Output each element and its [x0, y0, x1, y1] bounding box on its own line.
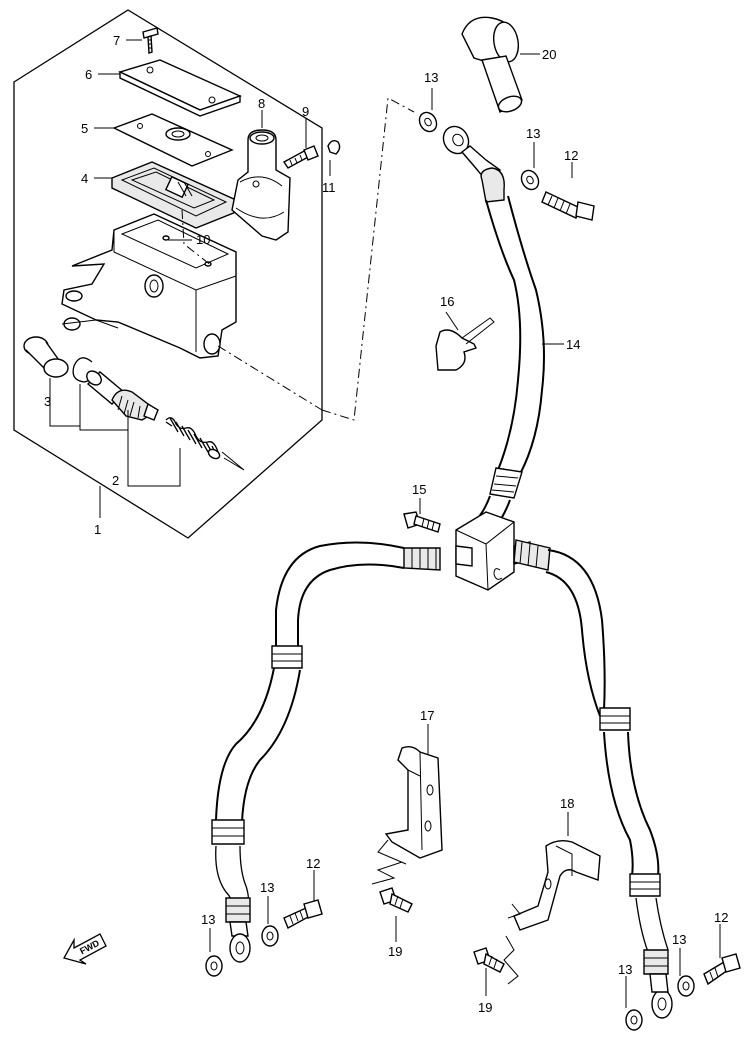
callout-17: 17: [420, 708, 434, 723]
callout-16: 16: [440, 294, 454, 309]
bracket-part-17: [377, 745, 443, 865]
bolt-part-19-center: [379, 887, 413, 913]
callout-3: 3: [44, 394, 51, 409]
callout-13-lower-right-b: 13: [672, 932, 686, 947]
bolt-19-right-zigzag: [503, 935, 519, 985]
callout-labels: 1 2 3 4 5 6 7 8 9 10 11 12 12 12 13 13 1…: [44, 33, 728, 1015]
washer-part-13-lower-right-b: [677, 975, 695, 997]
brake-hose-left: [211, 541, 473, 963]
washer-part-13-lower-right-a: [625, 1009, 643, 1031]
callout-9: 9: [302, 104, 309, 119]
alignment-dashline-hose: [321, 97, 415, 421]
piston-part-2: [86, 370, 159, 421]
callout-13-lower-left-b: 13: [260, 880, 274, 895]
diaphragm-plate-part-5: [112, 113, 234, 167]
callout-5: 5: [81, 121, 88, 136]
assembly-boundary-box: [13, 9, 323, 539]
callout-13-lower-right-a: 13: [618, 962, 632, 977]
callout-19-center: 19: [388, 944, 402, 959]
callout-12-right: 12: [714, 910, 728, 925]
bolt-part-19-right: [473, 947, 505, 973]
diaphragm-part-4: [111, 161, 237, 229]
group-bracket-leaders: [49, 378, 181, 518]
callout-8: 8: [258, 96, 265, 111]
washer-part-13-lower-left-b: [261, 925, 279, 947]
callout-2: 2: [112, 473, 119, 488]
callout-6: 6: [85, 67, 92, 82]
washer-part-13-upper-left: [418, 111, 438, 133]
callout-11: 11: [322, 180, 336, 195]
callout-10: 10: [196, 232, 210, 247]
bolt-19-center-zigzag: [371, 861, 403, 885]
hose-clamp-part-16: [435, 317, 495, 371]
forward-arrow-icon: FWD: [63, 933, 107, 965]
callout-7: 7: [113, 33, 120, 48]
callout-1: 1: [94, 522, 101, 537]
brake-hose-right: [513, 539, 673, 1019]
callout-13-upper-right: 13: [526, 126, 540, 141]
banjo-bolt-part-12-right: [703, 953, 741, 986]
callout-leader-lines: [94, 39, 721, 1008]
callout-14: 14: [566, 337, 580, 352]
screw-part-7: [142, 27, 159, 54]
reservoir-cap-part-6: [118, 59, 242, 117]
banjo-bolt-part-12-upper: [541, 191, 595, 221]
banjo-bolt-part-12-left: [283, 899, 323, 929]
clip-part-11: [327, 139, 341, 155]
master-cylinder-body: [61, 213, 237, 359]
boot-part-3: [23, 336, 69, 378]
holder-clamp-part-8: [231, 129, 291, 241]
callout-4: 4: [81, 171, 88, 186]
callout-12-upper: 12: [564, 148, 578, 163]
washer-part-13-upper-right: [520, 169, 540, 191]
callout-15: 15: [412, 482, 426, 497]
fitting-part-20: [461, 16, 523, 114]
washer-part-13-lower-left-a: [205, 955, 223, 977]
callout-20: 20: [542, 47, 556, 62]
callout-19-right: 19: [478, 1000, 492, 1015]
return-spring: [165, 417, 221, 460]
bracket-part-18: [507, 839, 601, 931]
bolt-part-9: [282, 145, 319, 169]
three-way-joint: [455, 511, 515, 591]
spring-end-cone: [221, 451, 245, 471]
alignment-dashline-body: [217, 345, 323, 411]
callout-12-left: 12: [306, 856, 320, 871]
callout-13-upper-left: 13: [424, 70, 438, 85]
callout-13-lower-left-a: 13: [201, 912, 215, 927]
callout-18: 18: [560, 796, 574, 811]
alignment-dashline-parts: [181, 209, 213, 267]
bolt-part-15: [403, 511, 441, 533]
